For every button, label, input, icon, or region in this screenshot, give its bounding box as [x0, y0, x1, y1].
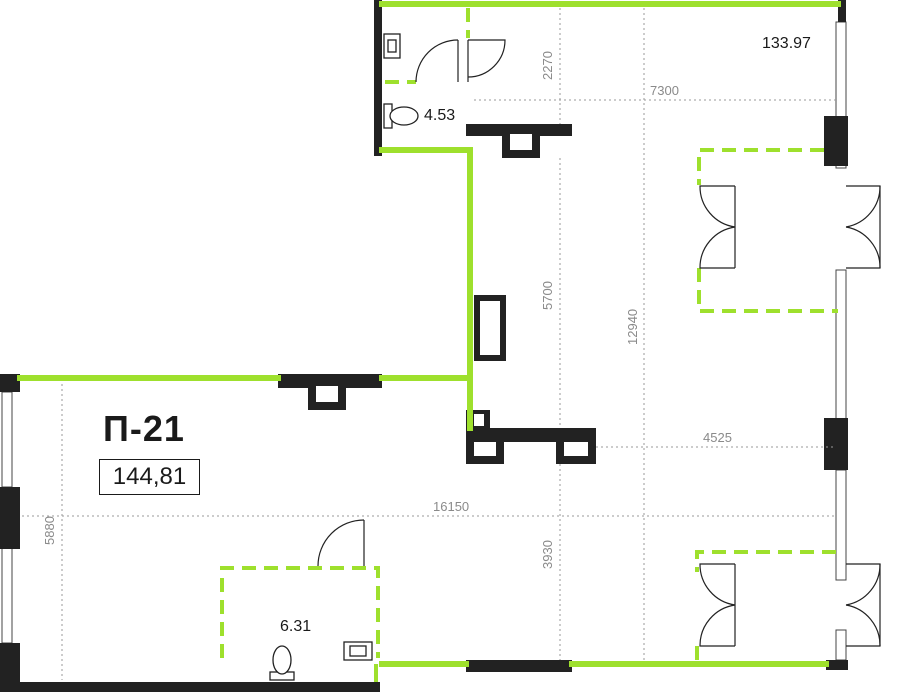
dimension-label: 5880: [42, 516, 57, 545]
column-upper-mid: [474, 295, 506, 361]
toilet-icon: [269, 645, 295, 681]
door-swing-icon: [415, 39, 506, 83]
unit-title: П-21: [103, 408, 185, 449]
dimension-label: 5700: [540, 281, 555, 310]
door-swing-icon: [317, 519, 365, 567]
dimension-label: 12940: [625, 309, 640, 345]
door-swing-icon: [845, 563, 881, 647]
dimension-label: 16150: [433, 499, 469, 514]
toilet-icon: [383, 103, 419, 129]
column-left-wall: [308, 386, 346, 410]
door-swing-icon: [845, 185, 881, 269]
structural-walls: [0, 0, 848, 692]
room-area-wc-top: 4.53: [424, 107, 455, 124]
unit-total-area: 144,81: [99, 459, 200, 495]
room-area-wc-bottom: 6.31: [280, 618, 311, 635]
column-center-cluster: [466, 410, 596, 464]
door-swing-icon: [699, 563, 736, 647]
dimension-label: 3930: [540, 540, 555, 569]
dashed-partitions: [220, 8, 838, 660]
sink-icon: [343, 641, 373, 661]
dimension-label: 4525: [703, 430, 732, 445]
room-area-main-hall: 133.97: [762, 35, 811, 52]
dimension-label: 7300: [650, 83, 679, 98]
door-swing-icon: [699, 185, 736, 269]
column-top: [502, 134, 540, 158]
dimension-lines: [22, 8, 836, 680]
green-walls: [17, 1, 841, 682]
dimension-label: 2270: [540, 51, 555, 80]
sink-icon: [383, 33, 401, 59]
